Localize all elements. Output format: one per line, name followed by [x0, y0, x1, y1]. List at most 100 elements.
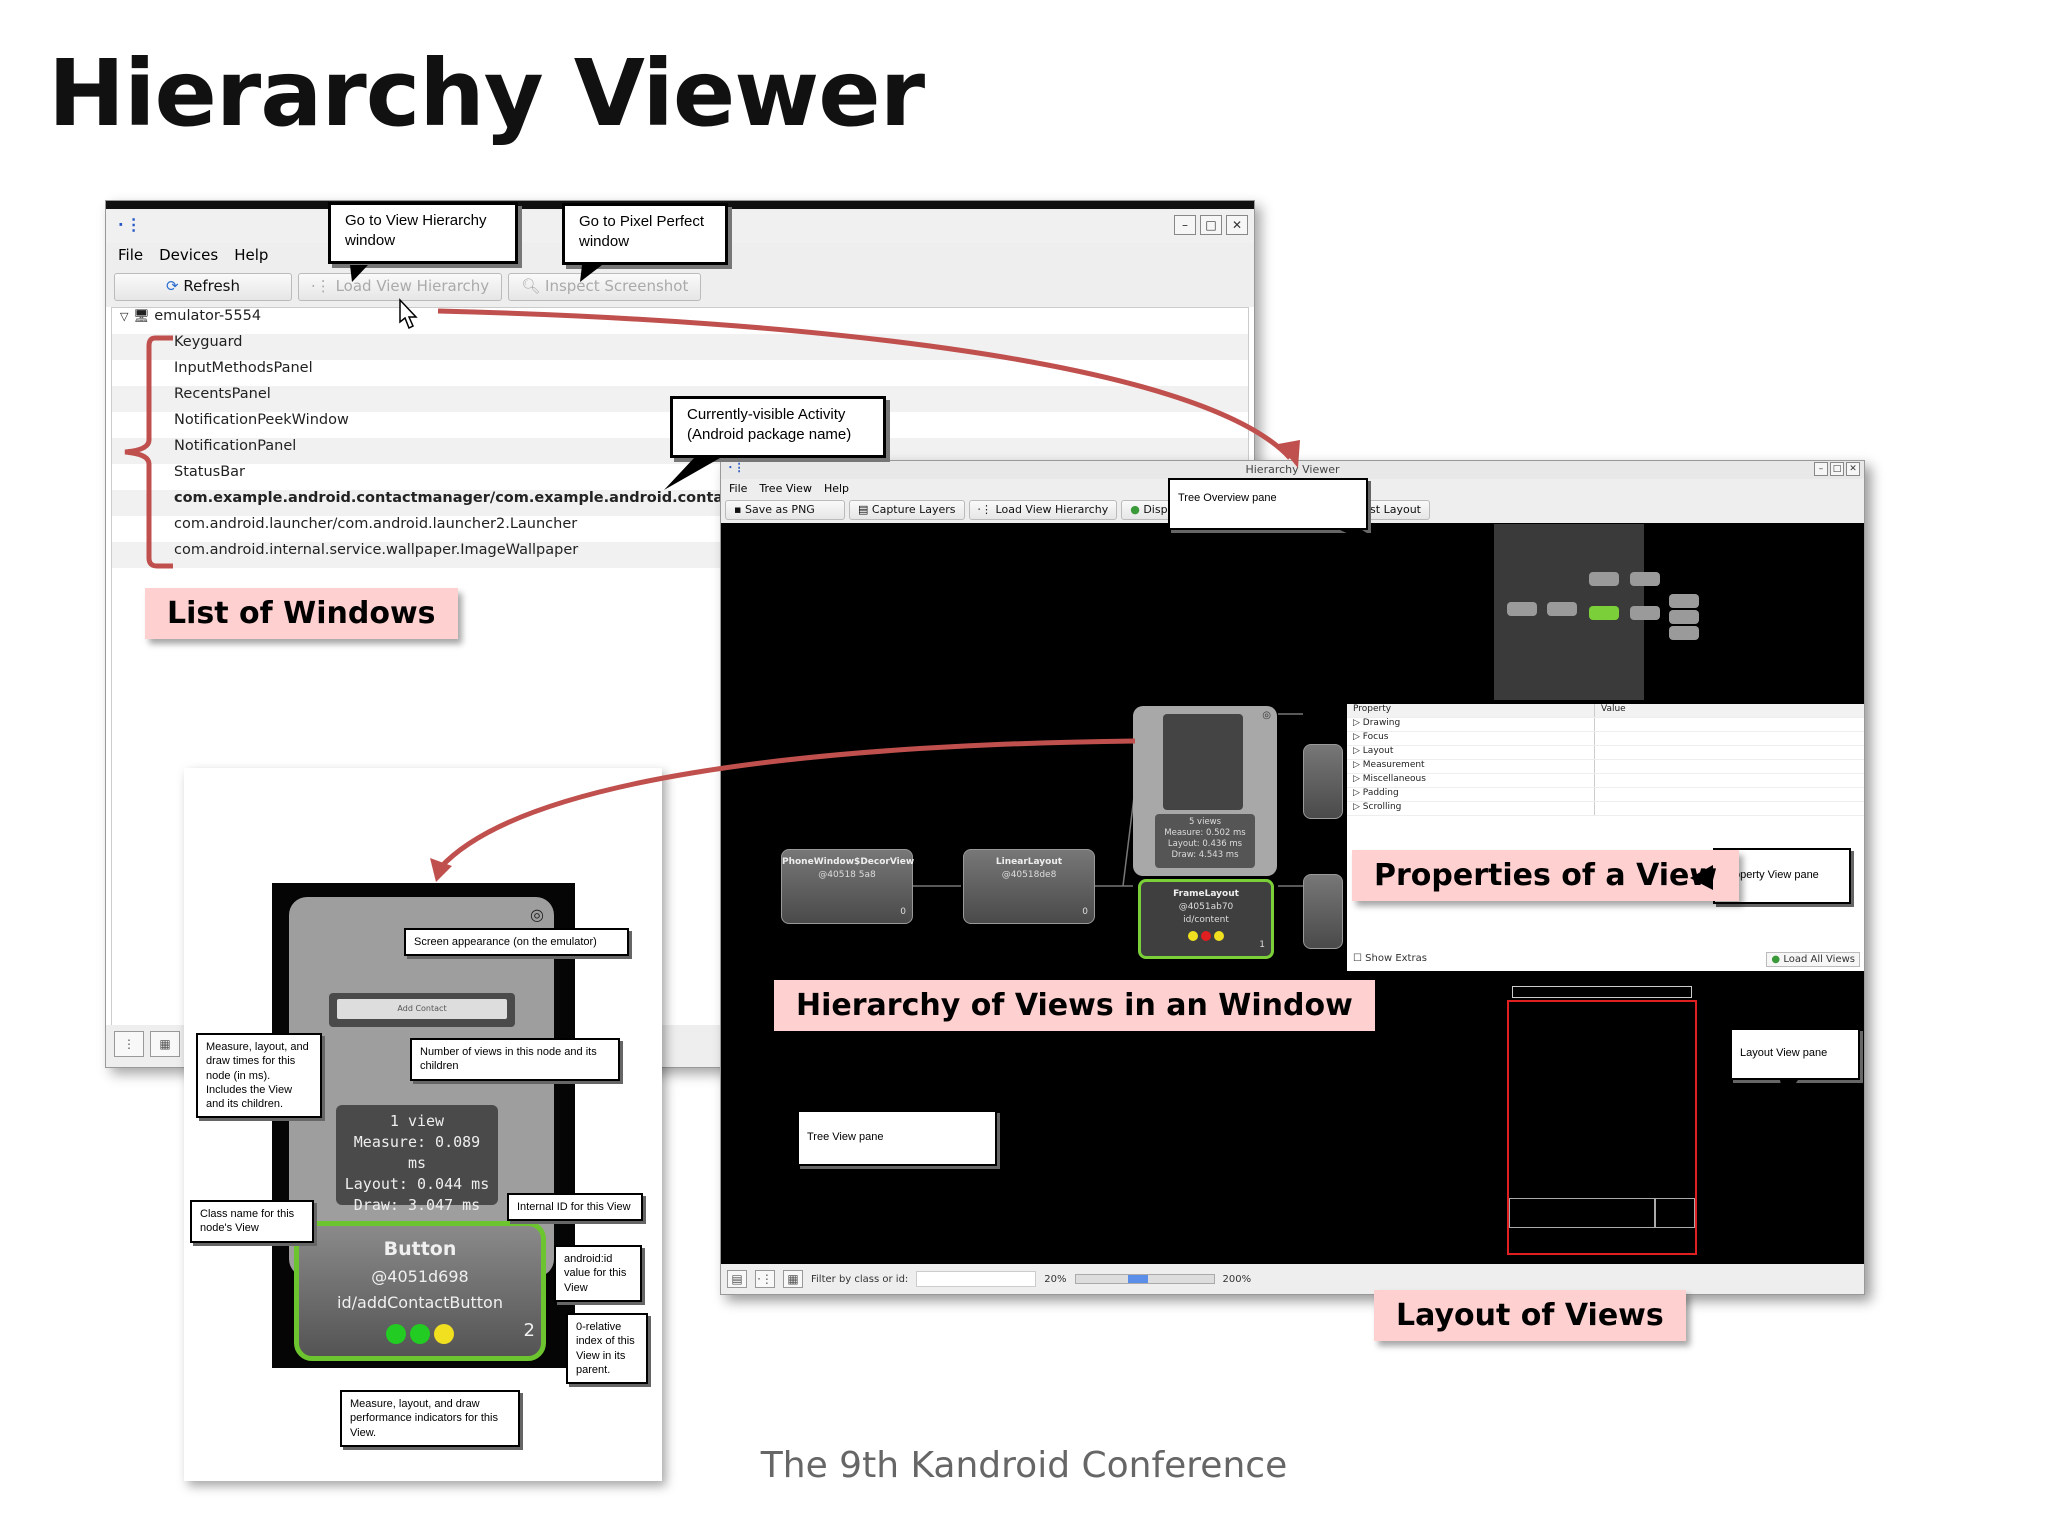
node-preview-card[interactable]: 5 views Measure: 0.502 ms Layout: 0.436 … [1133, 706, 1277, 876]
devices-toolbar: ⟳ Refresh ⋅⋮ Load View Hierarchy 🔍︎ Insp… [106, 267, 1254, 307]
inspect-screenshot-button[interactable]: 🔍︎ Inspect Screenshot [508, 273, 702, 301]
load-all-views-button[interactable]: ● Load All Views [1766, 952, 1860, 967]
tree-node-partial[interactable] [1303, 744, 1343, 819]
right-panes: Property Value ▷ Drawing ▷ Focus ▷ Layou… [1347, 524, 1864, 1264]
device-name: emulator-5554 [154, 308, 262, 324]
tree-node-linearlayout[interactable]: LinearLayout @40518de8 0 [963, 849, 1095, 924]
button-node-id: id/addContactButton [337, 1292, 503, 1312]
menu-devices[interactable]: Devices [159, 246, 219, 264]
window-list-item[interactable]: Keyguard [112, 334, 1248, 360]
callout-internal-id: Internal ID for this View [507, 1193, 643, 1222]
node-id: id/content [1183, 915, 1229, 926]
close-icon[interactable]: ✕ [1226, 215, 1248, 235]
zoom-max-label: 200% [1222, 1273, 1252, 1285]
load-view-hierarchy-button[interactable]: ⋅⋮ Load View Hierarchy [968, 500, 1118, 520]
window-list-item[interactable]: NotificationPeekWindow [174, 412, 349, 428]
hierarchy-bottombar: ▤ ⋅⋮ ▦ Filter by class or id: 20% 200% [721, 1264, 1864, 1294]
property-name: Measurement [1362, 760, 1425, 770]
menu-file[interactable]: File [118, 246, 144, 264]
property-row[interactable]: ▷ Focus [1347, 732, 1864, 746]
layout-of-views-label: Layout of Views [1374, 1290, 1686, 1341]
layout-view-pane[interactable] [1347, 974, 1864, 1264]
property-name: Layout [1362, 746, 1394, 756]
minimize-icon[interactable]: – [1814, 462, 1828, 476]
filter-input[interactable] [916, 1271, 1037, 1287]
property-name: Scrolling [1362, 802, 1402, 812]
inspect-screenshot-label: Inspect Screenshot [545, 277, 689, 295]
overview-node-selected [1589, 606, 1619, 620]
tree-toggle-icon[interactable]: ⋮ [114, 1031, 144, 1057]
maximize-icon[interactable]: □ [1830, 462, 1844, 476]
property-row[interactable]: ▷ Miscellaneous [1347, 774, 1864, 788]
menu-help[interactable]: Help [234, 246, 269, 264]
hierarchy-icon: ⋅⋮ [977, 503, 993, 516]
minimize-icon[interactable]: – [1174, 215, 1196, 235]
load-view-hierarchy-button[interactable]: ⋅⋮ Load View Hierarchy [298, 273, 503, 301]
callout-current-activity: Currently-visible Activity (Android pack… [670, 396, 886, 458]
overview-node [1589, 572, 1619, 586]
zoom-slider[interactable] [1074, 1274, 1215, 1284]
device-row[interactable]: ▽ 🖥︎ emulator-5554 [112, 308, 1248, 334]
node-detail-panel: Add Contact ◎ 1 view Measure: 0.089 ms L… [184, 768, 662, 1481]
property-row[interactable]: ▷ Padding [1347, 788, 1864, 802]
window-list-item[interactable]: StatusBar [174, 464, 245, 480]
layout-rect-selected [1507, 1000, 1697, 1255]
refresh-button[interactable]: ⟳ Refresh [114, 273, 292, 301]
window-list-item[interactable]: com.android.launcher/com.android.launche… [174, 516, 578, 532]
node-class: PhoneWindow$DecorView [782, 857, 915, 867]
node-hash: @40518 5a8 [818, 870, 876, 881]
stat-measure: Measure: 0.089 ms [353, 1133, 481, 1172]
tree-node-decorview[interactable]: PhoneWindow$DecorView @40518 5a8 0 [781, 849, 915, 924]
menu-file[interactable]: File [729, 481, 748, 495]
callout-android-id: android:id value for this View [554, 1245, 642, 1302]
save-png-button[interactable]: ▪ Save as PNG [725, 500, 845, 520]
tree-layout-icon[interactable]: ⋅⋮ [755, 1270, 775, 1288]
layout-rect-statusbar [1512, 986, 1692, 998]
overview-node [1547, 602, 1577, 616]
button-node-class: Button [383, 1238, 457, 1260]
tree-node-framelayout-selected[interactable]: FrameLayout @4051ab70 id/content 1 [1138, 879, 1274, 959]
maximize-icon[interactable]: □ [1200, 215, 1222, 235]
show-extras-checkbox[interactable]: ☐ [1353, 953, 1362, 964]
preview-screen [1163, 714, 1243, 810]
tree-node-partial[interactable] [1303, 874, 1343, 949]
callout-screen-appearance: Screen appearance (on the emulator) [404, 928, 629, 957]
window-list-item[interactable]: InputMethodsPanel [174, 360, 313, 376]
add-contact-preview-button: Add Contact [337, 999, 507, 1019]
close-icon[interactable]: ✕ [1846, 462, 1860, 476]
refresh-label: Refresh [183, 277, 240, 295]
property-row[interactable]: ▷ Measurement [1347, 760, 1864, 774]
tree-overview-pane[interactable] [1347, 524, 1864, 700]
menu-tree-view[interactable]: Tree View [759, 481, 812, 495]
hierarchy-icon: ⋅⋮ [311, 277, 331, 295]
layout-rect-child [1509, 1198, 1655, 1228]
capture-layers-button[interactable]: ▤ Capture Layers [849, 500, 965, 520]
capture-icon[interactable]: ◎ [530, 905, 544, 924]
magnifier-icon: 🔍︎ [521, 277, 541, 295]
layers-icon: ▤ [858, 503, 869, 516]
property-row[interactable]: ▷ Scrolling [1347, 802, 1864, 816]
value-col-header: Value [1601, 704, 1626, 714]
grid-toggle-icon[interactable]: ▦ [150, 1031, 180, 1057]
callout-tree-view: Tree View pane [797, 1110, 997, 1166]
grid-icon[interactable]: ▦ [783, 1270, 803, 1288]
save-icon: ▪ [734, 503, 742, 516]
property-row[interactable]: ▷ Layout [1347, 746, 1864, 760]
property-name: Miscellaneous [1362, 774, 1426, 784]
button-node[interactable]: Button @4051d698 id/addContactButton 2 [294, 1221, 546, 1361]
filter-label: Filter by class or id: [811, 1273, 909, 1285]
preview-capture-icon[interactable]: ◎ [1262, 710, 1271, 721]
zoom-slider-thumb[interactable] [1127, 1275, 1148, 1283]
expand-triangle-icon[interactable]: ▽ [120, 310, 129, 323]
hierarchy-title: Hierarchy Viewer [1245, 463, 1340, 476]
property-name: Drawing [1362, 718, 1401, 728]
menu-help[interactable]: Help [823, 481, 850, 495]
save-png-label: Save as PNG [744, 503, 815, 516]
perf-dot-yellow [1188, 931, 1198, 942]
save-tree-icon[interactable]: ▤ [727, 1270, 747, 1288]
property-row[interactable]: ▷ Drawing [1347, 718, 1864, 732]
node-hash: @40518de8 [1001, 870, 1057, 881]
load-view-hierarchy-label: Load View Hierarchy [995, 503, 1109, 516]
load-all-views-label: Load All Views [1783, 954, 1855, 965]
performance-indicators [1141, 931, 1271, 942]
